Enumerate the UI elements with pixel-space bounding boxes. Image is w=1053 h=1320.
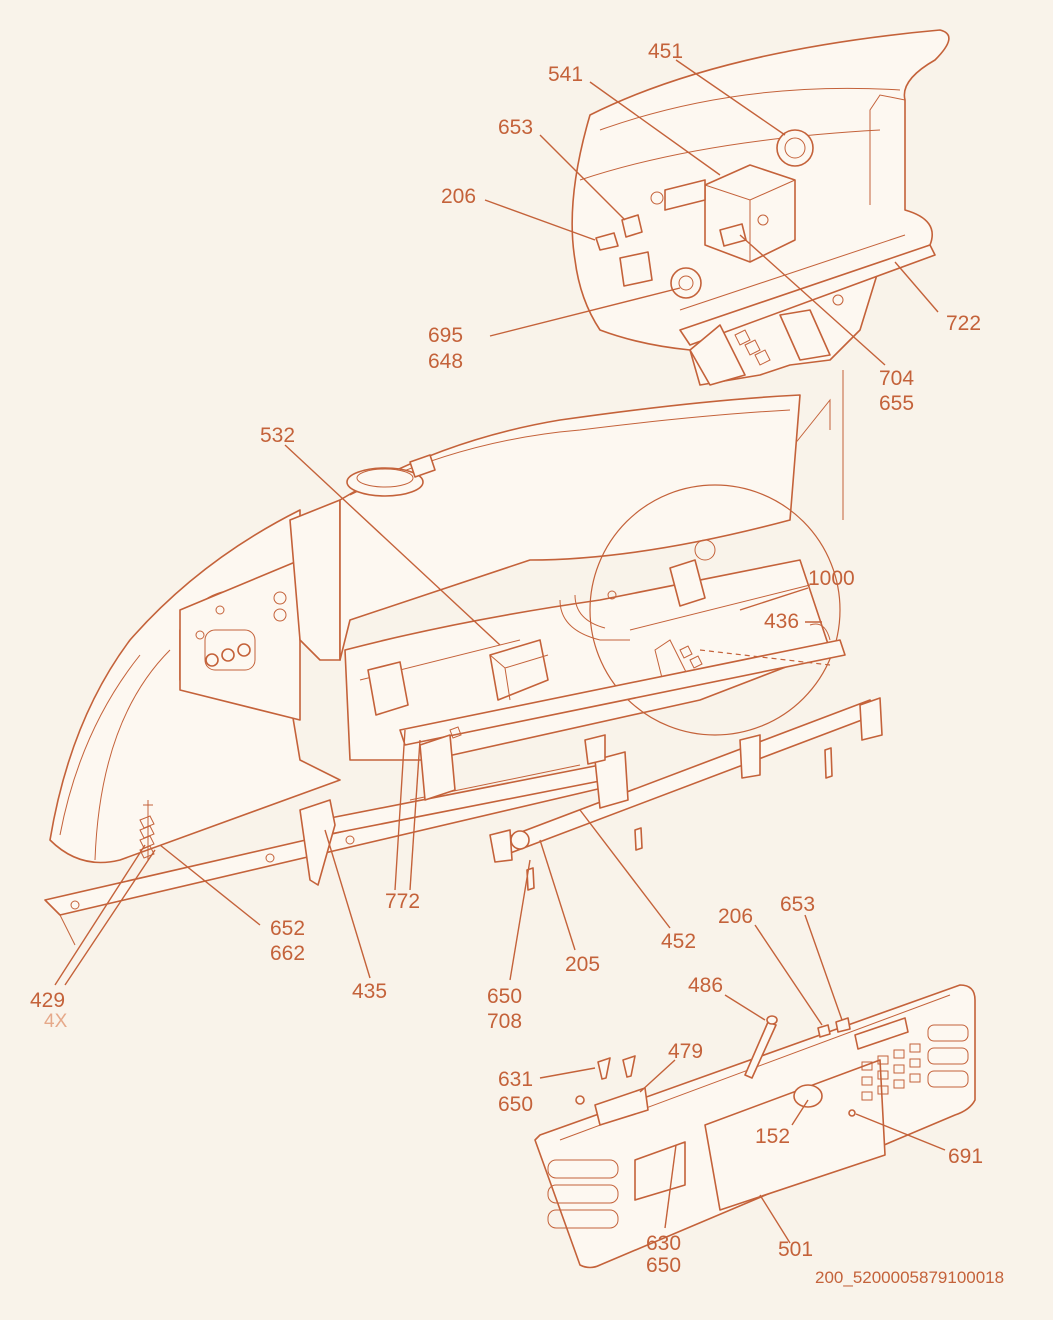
main-assembly bbox=[44, 394, 883, 946]
callout-648: 648 bbox=[428, 350, 463, 373]
detail-view-assembly bbox=[571, 29, 950, 520]
callout-704: 704 bbox=[879, 367, 914, 390]
callout-486: 486 bbox=[688, 974, 723, 997]
callout-772: 772 bbox=[385, 890, 420, 913]
callout-652: 652 bbox=[270, 917, 305, 940]
callout-631: 631 bbox=[498, 1068, 533, 1091]
bumper-assembly bbox=[534, 984, 976, 1269]
drawing-code: 200_5200005879100018 bbox=[815, 1268, 1004, 1287]
callout-429: 429 bbox=[30, 989, 65, 1012]
vent-grid bbox=[861, 1043, 921, 1101]
callout-650-a: 650 bbox=[487, 985, 522, 1008]
callout-650-c: 650 bbox=[646, 1254, 681, 1277]
callout-206-bottom: 206 bbox=[718, 905, 753, 928]
callout-451: 451 bbox=[648, 40, 683, 63]
callout-436: 436 bbox=[764, 610, 799, 633]
callout-650-b: 650 bbox=[498, 1093, 533, 1116]
callout-429-quantity: 4X bbox=[44, 1011, 68, 1032]
callout-722: 722 bbox=[946, 312, 981, 335]
callout-655: 655 bbox=[879, 392, 914, 415]
callout-206-top: 206 bbox=[441, 185, 476, 208]
callout-479: 479 bbox=[668, 1040, 703, 1063]
callout-452: 452 bbox=[661, 930, 696, 953]
callout-708: 708 bbox=[487, 1010, 522, 1033]
callout-691: 691 bbox=[948, 1145, 983, 1168]
callout-662: 662 bbox=[270, 942, 305, 965]
callout-205: 205 bbox=[565, 953, 600, 976]
callout-630: 630 bbox=[646, 1232, 681, 1255]
callout-695: 695 bbox=[428, 324, 463, 347]
callout-501: 501 bbox=[778, 1238, 813, 1261]
callout-653-bottom: 653 bbox=[780, 893, 815, 916]
nozzle-group bbox=[489, 697, 883, 863]
callout-152: 152 bbox=[755, 1125, 790, 1148]
callout-532: 532 bbox=[260, 424, 295, 447]
callout-435: 435 bbox=[352, 980, 387, 1003]
callout-1000: 1000 bbox=[808, 567, 855, 590]
callout-541: 541 bbox=[548, 63, 583, 86]
leader-lines bbox=[54, 59, 946, 1244]
callout-labels: 451 541 653 206 695 648 722 704 655 532 … bbox=[30, 40, 1004, 1287]
callout-653-top: 653 bbox=[498, 116, 533, 139]
